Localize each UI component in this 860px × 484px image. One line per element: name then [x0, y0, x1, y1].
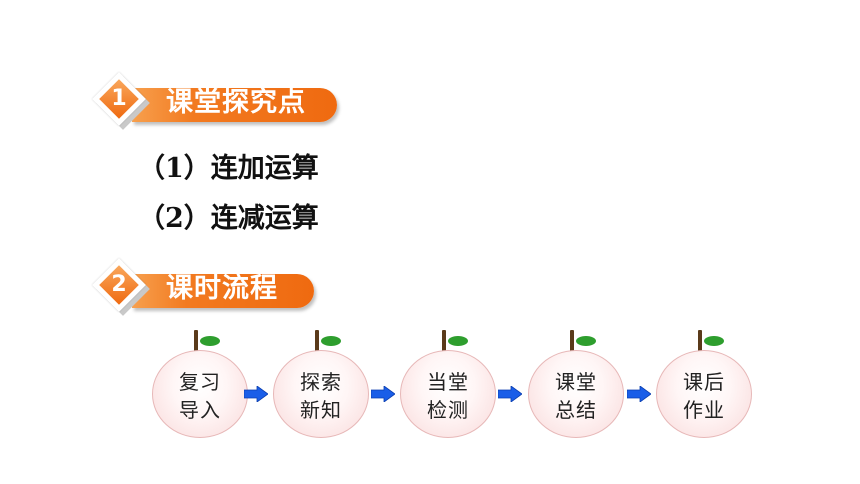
- section-2-number: 2: [111, 272, 127, 297]
- flow-step-line1: 课堂: [555, 370, 597, 394]
- flow-step-line1: 探索: [300, 370, 342, 394]
- flow-step-summary: 课堂 总结: [528, 328, 624, 440]
- leaf-icon: [200, 336, 220, 346]
- flow-step-line2: 作业: [683, 398, 725, 422]
- right-arrow-icon: [498, 386, 522, 402]
- leaf-icon: [704, 336, 724, 346]
- section-1-header-bar: [132, 88, 337, 122]
- flow-step-line2: 导入: [179, 398, 221, 422]
- topic-2: （2）连减运算: [138, 203, 319, 234]
- stem-icon: [442, 330, 446, 354]
- flow-step-line2: 新知: [300, 398, 342, 422]
- flow-step-label: 当堂 检测: [400, 368, 496, 424]
- stem-icon: [570, 330, 574, 354]
- flow-step-line2: 检测: [427, 398, 469, 422]
- flow-step-line1: 课后: [683, 370, 725, 394]
- section-2-header-bar: [132, 274, 314, 308]
- flow-step-line2: 总结: [555, 398, 597, 422]
- peach-icon: [273, 350, 369, 438]
- section-1-header: 课堂探究点 1: [92, 72, 341, 130]
- flow-step-line1: 复习: [179, 370, 221, 394]
- flow-step-label: 探索 新知: [273, 368, 369, 424]
- flow-step-label: 课后 作业: [656, 368, 752, 424]
- flow-step-homework: 课后 作业: [656, 328, 752, 440]
- flow-step-label: 复习 导入: [152, 368, 248, 424]
- stem-icon: [315, 330, 319, 354]
- topic-1: （1）连加运算: [138, 153, 319, 184]
- peach-icon: [656, 350, 752, 438]
- flow-step-review: 复习 导入: [152, 328, 248, 440]
- stem-icon: [194, 330, 198, 354]
- right-arrow-icon: [244, 386, 268, 402]
- section-1-title: 课堂探究点: [166, 87, 306, 118]
- right-arrow-icon: [371, 386, 395, 402]
- flow-step-explore: 探索 新知: [273, 328, 369, 440]
- peach-icon: [528, 350, 624, 438]
- flow-step-label: 课堂 总结: [528, 368, 624, 424]
- right-arrow-icon: [627, 386, 651, 402]
- section-1-number: 1: [111, 86, 127, 111]
- leaf-icon: [576, 336, 596, 346]
- stem-icon: [698, 330, 702, 354]
- leaf-icon: [448, 336, 468, 346]
- flow-step-test: 当堂 检测: [400, 328, 496, 440]
- section-2-header: 课时流程 2: [92, 258, 321, 316]
- peach-icon: [152, 350, 248, 438]
- lesson-flow: 复习 导入 探索 新知 当堂 检测 课堂 总结: [0, 328, 860, 448]
- peach-icon: [400, 350, 496, 438]
- leaf-icon: [321, 336, 341, 346]
- flow-step-line1: 当堂: [427, 370, 469, 394]
- section-2-title: 课时流程: [166, 273, 278, 304]
